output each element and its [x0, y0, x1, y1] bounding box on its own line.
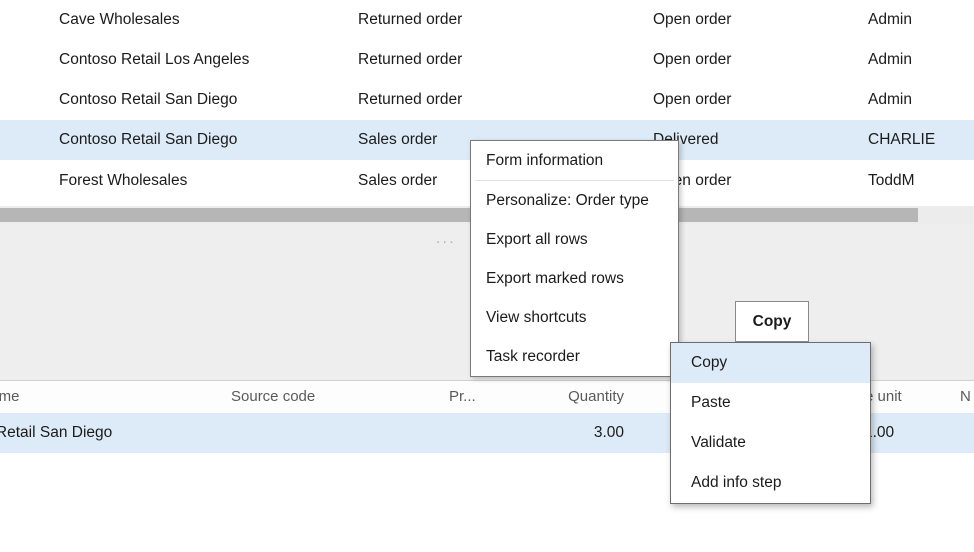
header-unit[interactable]: e unit — [865, 388, 902, 405]
horizontal-scrollbar-thumb[interactable] — [0, 208, 918, 222]
cell-order-type: Sales order — [358, 172, 438, 189]
cell-customer-name: Contoso Retail San Diego — [59, 131, 238, 148]
cell-customer-name: Forest Wholesales — [59, 172, 188, 189]
cell-modified-by: Admin — [868, 51, 912, 68]
cell-customer-name: Contoso Retail San Diego — [59, 91, 238, 108]
context-menu-grid-options[interactable]: Form information Personalize: Order type… — [470, 140, 679, 377]
copy-tooltip: Copy — [735, 301, 809, 342]
header-name[interactable]: name — [0, 388, 20, 405]
cell-line-quantity: 3.00 — [593, 424, 624, 441]
header-pr[interactable]: Pr... — [449, 388, 476, 405]
context-menu-clipboard-options[interactable]: Copy Paste Validate Add info step — [670, 342, 871, 504]
cell-order-type: Returned order — [358, 11, 463, 28]
cell-line-name: o Retail San Diego — [0, 424, 113, 441]
menu-separator — [475, 180, 674, 181]
cell-order-type: Returned order — [358, 51, 463, 68]
table-row[interactable]: Cave Wholesales Returned order Open orde… — [0, 0, 974, 40]
cell-status: Open order — [653, 51, 732, 68]
menu-item-export-marked-rows[interactable]: Export marked rows — [486, 270, 624, 287]
header-source-code[interactable]: Source code — [231, 388, 316, 405]
cell-customer-name: Contoso Retail Los Angeles — [59, 51, 250, 68]
menu-item-paste[interactable]: Paste — [691, 394, 731, 411]
menu-item-export-all-rows[interactable]: Export all rows — [486, 231, 588, 248]
cell-order-type: Sales order — [358, 131, 438, 148]
cell-customer-name: Cave Wholesales — [59, 11, 180, 28]
table-row[interactable]: Contoso Retail San Diego Returned order … — [0, 80, 974, 120]
menu-item-personalize-order-type[interactable]: Personalize: Order type — [486, 192, 649, 209]
header-quantity[interactable]: Quantity — [568, 388, 624, 405]
menu-item-form-information[interactable]: Form information — [486, 152, 604, 169]
menu-item-copy[interactable]: Copy — [671, 343, 870, 383]
cell-order-type: Returned order — [358, 91, 463, 108]
menu-item-view-shortcuts[interactable]: View shortcuts — [486, 309, 587, 326]
cell-line-unit: 1.00 — [864, 424, 895, 441]
cell-modified-by: Admin — [868, 91, 912, 108]
overflow-menu-icon[interactable]: ... — [436, 230, 457, 247]
cell-modified-by: Admin — [868, 11, 912, 28]
cell-status: Open order — [653, 11, 732, 28]
menu-item-add-info-step[interactable]: Add info step — [691, 474, 782, 491]
table-row[interactable]: Contoso Retail Los Angeles Returned orde… — [0, 40, 974, 80]
menu-item-validate[interactable]: Validate — [691, 434, 746, 451]
cell-modified-by: ToddM — [868, 172, 915, 189]
cell-status: Open order — [653, 91, 732, 108]
header-n[interactable]: N — [960, 388, 971, 405]
cell-modified-by: CHARLIE — [868, 131, 936, 148]
menu-item-task-recorder[interactable]: Task recorder — [486, 348, 580, 365]
